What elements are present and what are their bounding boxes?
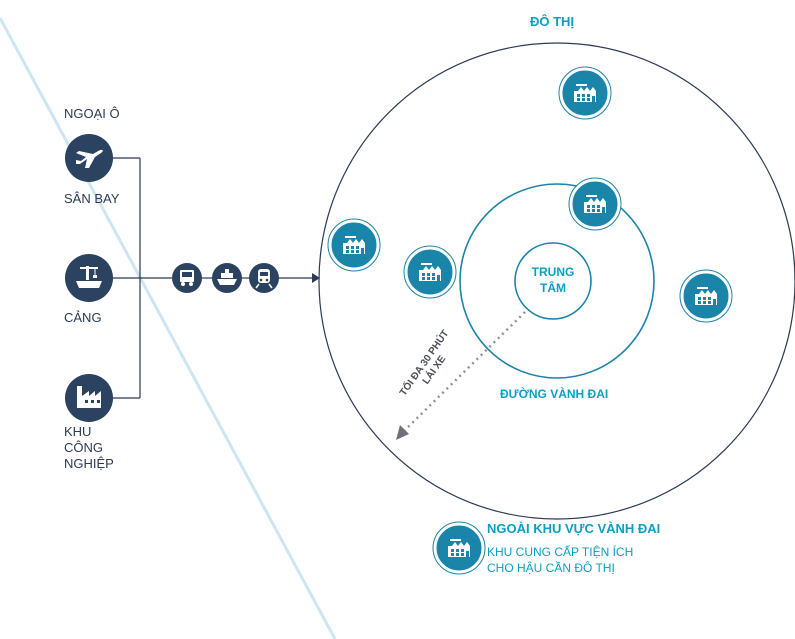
outer-zone-description: KHU CUNG CẤP TIỆN ÍCH CHO HẬU CẦN ĐÔ THỊ bbox=[487, 545, 634, 575]
city-title: ĐÔ THỊ bbox=[530, 14, 575, 29]
industrial-zone-label: KHU CÔNG NGHIỆP bbox=[64, 424, 114, 471]
train-icon bbox=[249, 263, 279, 293]
ship-icon bbox=[212, 263, 242, 293]
drive-time-arrowhead bbox=[396, 425, 409, 440]
city-center-circle bbox=[514, 242, 592, 320]
airplane-icon bbox=[65, 134, 113, 182]
outer-zone-title: NGOÀI KHU VỰC VÀNH ĐAI bbox=[487, 521, 661, 536]
ring-road-label: ĐƯỜNG VÀNH ĐAI bbox=[500, 387, 609, 401]
warehouse-icon bbox=[568, 177, 622, 231]
city-center-label: TRUNG TÂM bbox=[531, 265, 575, 295]
connector-arrowhead bbox=[312, 273, 320, 283]
warehouse-icon bbox=[679, 269, 733, 323]
drive-time-arrow-line bbox=[404, 311, 526, 431]
background-diagonal bbox=[0, 17, 337, 639]
port-label: CẢNG bbox=[64, 310, 102, 325]
suburb-label: NGOẠI Ô bbox=[64, 106, 120, 121]
warehouse-icon bbox=[327, 218, 381, 272]
truck-icon bbox=[172, 263, 202, 293]
suburb-connector bbox=[113, 157, 312, 399]
legend-warehouse-icon bbox=[432, 521, 486, 575]
city-outer-circle bbox=[318, 42, 795, 520]
factory-icon bbox=[65, 374, 113, 422]
airport-label: SÂN BAY bbox=[64, 191, 120, 206]
port-crane-icon bbox=[65, 254, 113, 302]
warehouse-icon bbox=[403, 245, 457, 299]
ring-road-circle bbox=[459, 183, 655, 379]
warehouse-icon bbox=[558, 66, 612, 120]
